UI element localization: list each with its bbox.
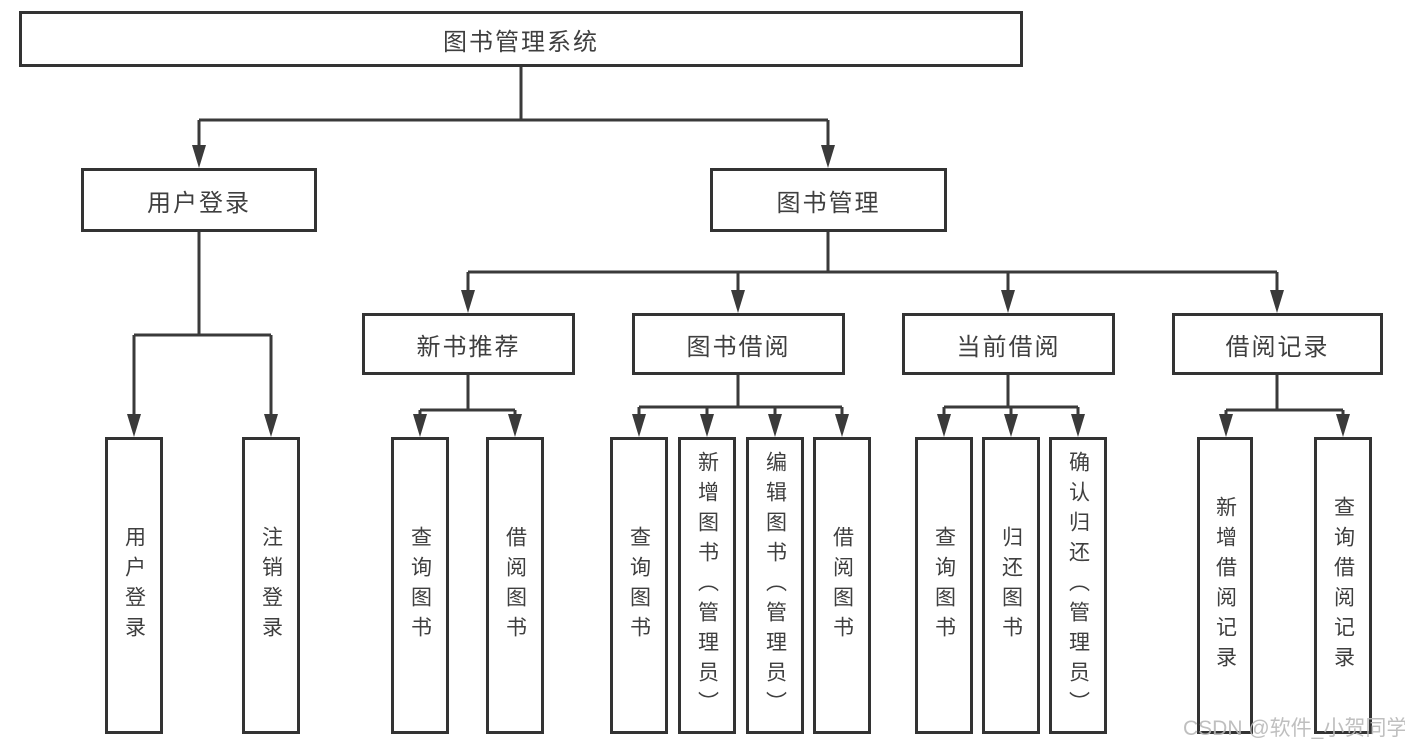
node-book-borrow-label: 图书借阅 [686, 333, 791, 361]
leaf-add-book-admin: 新增图书（管理员） [678, 437, 736, 734]
leaf-logout-label: 注销登录 [259, 525, 283, 646]
leaf-current-query-book: 查询图书 [915, 437, 973, 734]
leaf-borrow-query-book: 查询图书 [610, 437, 668, 734]
leaf-current-query-book-label: 查询图书 [932, 525, 956, 646]
leaf-recommend-borrow-book: 借阅图书 [486, 437, 544, 734]
node-book-management-label: 图书管理 [776, 189, 881, 217]
node-root-system: 图书管理系统 [19, 11, 1023, 67]
node-current-borrow: 当前借阅 [902, 313, 1115, 375]
node-new-book-recommend: 新书推荐 [362, 313, 575, 375]
node-book-management: 图书管理 [710, 168, 947, 232]
leaf-return-book-label: 归还图书 [999, 525, 1023, 646]
node-borrow-records: 借阅记录 [1172, 313, 1383, 375]
node-user-login: 用户登录 [81, 168, 317, 232]
leaf-add-book-admin-label: 新增图书（管理员） [695, 450, 719, 721]
node-root-system-label: 图书管理系统 [443, 28, 599, 56]
node-book-borrow: 图书借阅 [632, 313, 845, 375]
leaf-return-book: 归还图书 [982, 437, 1040, 734]
csdn-watermark: CSDN @软件_小贺同学 [1183, 717, 1405, 740]
leaf-add-borrow-record: 新增借阅记录 [1197, 437, 1253, 734]
node-borrow-records-label: 借阅记录 [1225, 333, 1330, 361]
leaf-borrow-borrow-book: 借阅图书 [813, 437, 871, 734]
leaf-recommend-query-book: 查询图书 [391, 437, 449, 734]
leaf-query-borrow-record: 查询借阅记录 [1314, 437, 1372, 734]
leaf-borrow-borrow-book-label: 借阅图书 [830, 525, 854, 646]
leaf-query-borrow-record-label: 查询借阅记录 [1331, 495, 1355, 676]
leaf-edit-book-admin: 编辑图书（管理员） [746, 437, 804, 734]
node-new-book-recommend-label: 新书推荐 [416, 333, 521, 361]
leaf-recommend-borrow-book-label: 借阅图书 [503, 525, 527, 646]
leaf-logout: 注销登录 [242, 437, 300, 734]
node-user-login-label: 用户登录 [147, 189, 251, 217]
leaf-add-borrow-record-label: 新增借阅记录 [1213, 495, 1237, 676]
leaf-borrow-query-book-label: 查询图书 [627, 525, 651, 646]
leaf-recommend-query-book-label: 查询图书 [408, 525, 432, 646]
leaf-user-login-label: 用户登录 [122, 525, 146, 646]
leaf-confirm-return-admin-label: 确认归还（管理员） [1066, 450, 1090, 721]
leaf-confirm-return-admin: 确认归还（管理员） [1049, 437, 1107, 734]
leaf-user-login: 用户登录 [105, 437, 163, 734]
node-current-borrow-label: 当前借阅 [956, 333, 1061, 361]
leaf-edit-book-admin-label: 编辑图书（管理员） [763, 450, 787, 721]
